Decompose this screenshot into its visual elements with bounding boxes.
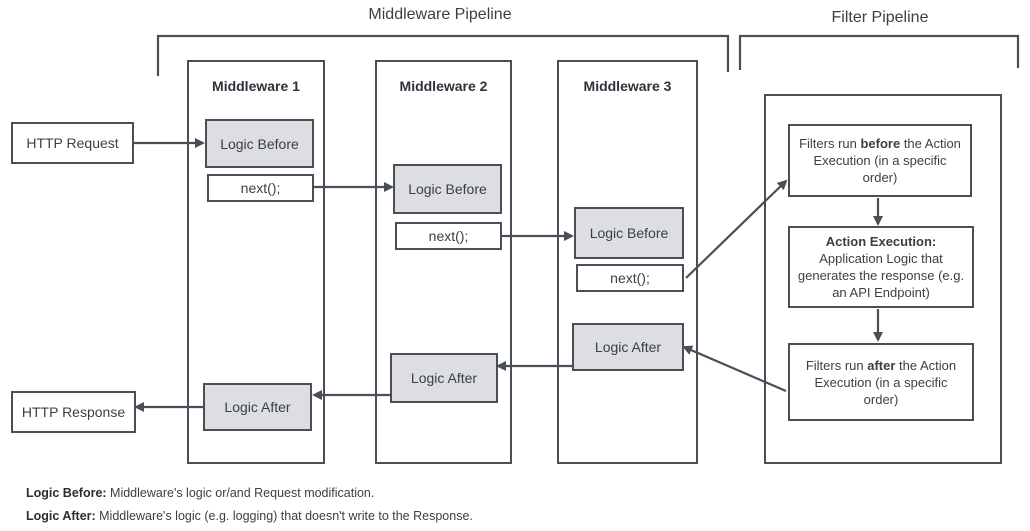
m1-next-call: next(); [207,174,314,202]
legend-logic-before: Logic Before: Middleware's logic or/and … [26,486,375,500]
filters-after-text: Filters run after the Action Execution (… [805,357,957,407]
m2-logic-after: Logic After [390,353,498,403]
action-execution-text: Application Logic that generates the res… [797,251,965,300]
m1-logic-before: Logic Before [205,119,314,168]
filter-pipeline-title: Filter Pipeline [831,9,929,26]
action-execution-box: Action Execution: Application Logic that… [788,226,974,308]
middleware-3-header: Middleware 3 [583,78,672,94]
filter-pipeline-bracket [738,34,1020,70]
action-execution-heading: Action Execution: [825,234,937,249]
middleware-pipeline-title: Middleware Pipeline [368,6,512,23]
arrow-m3-next-to-filters [685,179,788,279]
arrow-filters-to-m3-after [682,345,787,393]
m1-logic-after: Logic After [203,383,312,431]
middleware-2-column [375,60,512,464]
middleware-pipeline-bracket [156,34,730,76]
legend-logic-after: Logic After: Middleware's logic (e.g. lo… [26,509,473,523]
m3-logic-after: Logic After [572,323,684,371]
middleware-1-header: Middleware 1 [212,78,300,94]
middleware-1-column [187,60,325,464]
m3-next-call: next(); [576,264,684,292]
http-request-node: HTTP Request [11,122,134,164]
filters-before-text: Filters run before the Action Execution … [799,136,961,185]
filters-after-box: Filters run after the Action Execution (… [788,343,974,421]
m3-logic-before: Logic Before [574,207,684,259]
http-response-node: HTTP Response [11,391,136,433]
m2-next-call: next(); [395,222,502,250]
middleware-2-header: Middleware 2 [399,78,488,94]
m2-logic-before: Logic Before [393,164,502,214]
middleware-3-column [557,60,698,464]
filters-before-box: Filters run before the Action Execution … [788,124,972,197]
filter-pipeline-column [764,94,1002,464]
